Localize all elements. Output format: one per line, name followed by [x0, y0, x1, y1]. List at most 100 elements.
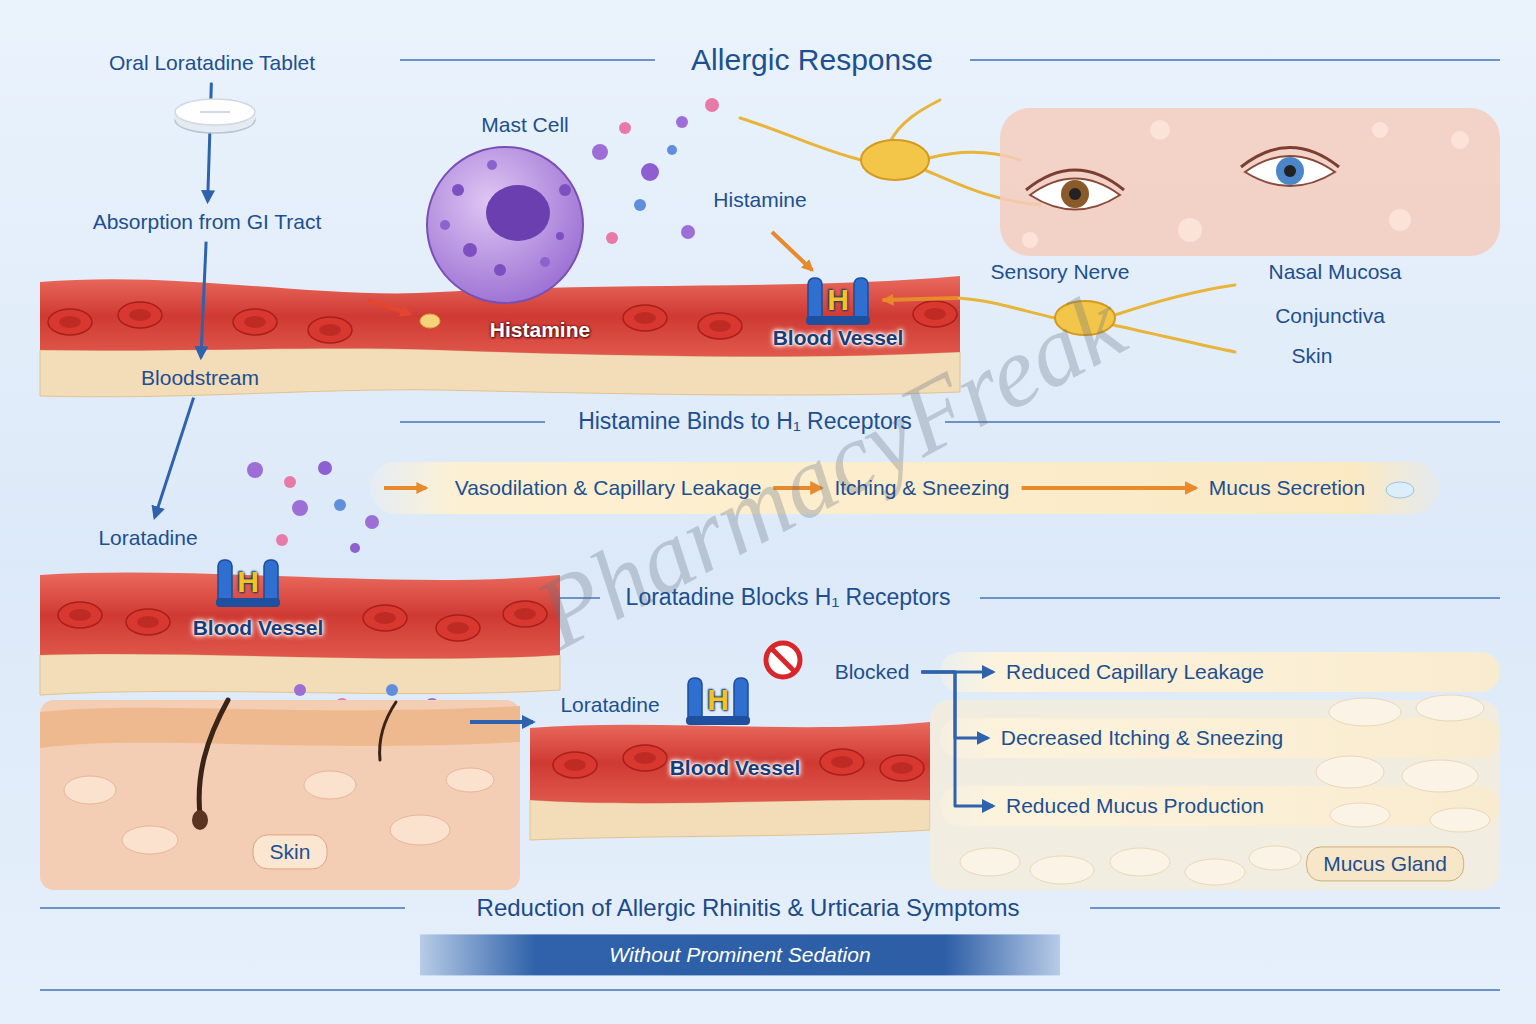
- vessel-label: Blood Vessel: [670, 755, 801, 780]
- blood-vessel: [880, 755, 924, 781]
- tissue-band: [1316, 756, 1384, 788]
- histamine-granule: [294, 684, 306, 696]
- node-text: Itching & Sneezing: [834, 475, 1009, 500]
- blood-vessel: [698, 313, 742, 339]
- vessel-label: Blood Vessel: [773, 325, 904, 350]
- histamine-granule: [619, 122, 631, 134]
- tissue-label: Skin: [1292, 343, 1333, 368]
- node-text: Reduced Mucus Production: [1006, 793, 1264, 818]
- histamine-granule: [676, 116, 688, 128]
- histamine-granule: [365, 515, 379, 529]
- blood-vessel: [40, 654, 560, 695]
- eye-tissue: [1069, 188, 1081, 200]
- tissue-band: [1249, 846, 1301, 870]
- blood-vessel: [40, 573, 560, 695]
- eye-tissue: [1026, 170, 1124, 190]
- sensory-nerve: [861, 140, 929, 180]
- mast-cell: [452, 184, 464, 196]
- h1-receptor: [806, 278, 870, 325]
- summary-bar: Without Prominent Sedation: [420, 934, 1060, 975]
- effect-label: Vasodilation & Capillary Leakage: [447, 472, 770, 503]
- node-text: Absorption from GI Tract: [93, 209, 322, 234]
- flow-arrow: [201, 242, 206, 358]
- histamine-granule: [318, 461, 332, 475]
- block-sign: [771, 648, 795, 672]
- tissue-band: [1430, 808, 1490, 832]
- tissue-band: [1416, 695, 1484, 721]
- h1-receptor: [216, 560, 280, 607]
- blood-vessel: [308, 317, 352, 343]
- outcome-label: Decreased Itching & Sneezing: [993, 722, 1292, 753]
- tissue-band: [960, 848, 1020, 876]
- mast-cell: [427, 147, 583, 303]
- tablet-icon: [175, 99, 255, 125]
- mast-cell: [487, 160, 497, 170]
- node-text: Reduced Capillary Leakage: [1006, 659, 1264, 684]
- tissue-band: [940, 786, 1500, 826]
- tissue-band: [1330, 803, 1390, 827]
- heading-rule: [970, 59, 1500, 61]
- receptor-letter: H: [237, 567, 259, 597]
- tissue-pill: Skin: [253, 834, 328, 869]
- heading-rule: [40, 60, 1500, 990]
- section-heading: Loratadine Blocks H₁ Receptors: [626, 584, 951, 612]
- sensory-nerve: [884, 298, 956, 300]
- heading-rule: [400, 59, 655, 61]
- blood-vessel: [530, 722, 930, 803]
- mast-cell: [463, 243, 477, 257]
- histamine-granule: [592, 98, 812, 270]
- sensory-nerve: [1115, 285, 1235, 315]
- section-heading: Histamine Binds to H₁ Receptors: [578, 408, 912, 436]
- blood-vessel: [363, 605, 407, 631]
- block-sign: [766, 643, 800, 677]
- node-text: Skin: [270, 839, 311, 864]
- mast-cell: [540, 257, 550, 267]
- histamine-granule: [350, 543, 360, 553]
- receptor-letter: H: [707, 685, 729, 715]
- histamine-granule: [641, 163, 659, 181]
- skin-section: [380, 702, 396, 760]
- eye-tissue: [1276, 157, 1304, 185]
- tablet-icon: [200, 111, 230, 113]
- blood-vessel: [530, 722, 930, 840]
- drug-label: Loratadine: [90, 522, 205, 553]
- histamine-granule: [667, 145, 677, 155]
- flow-arrow: [155, 398, 194, 518]
- histamine-granule: [634, 199, 646, 211]
- effect-band: [1386, 482, 1414, 498]
- histamine-granule: [247, 462, 263, 478]
- histamine-granule: [292, 500, 308, 516]
- mast-cell: [556, 232, 564, 240]
- node-text: Bloodstream: [141, 365, 259, 390]
- mast-cell: [486, 185, 550, 241]
- tissue-band: [1110, 848, 1170, 876]
- blood-vessel: [436, 615, 480, 641]
- eye-tissue: [1245, 156, 1335, 186]
- blood-vessel: [530, 800, 930, 840]
- sensory-nerve: [740, 118, 861, 160]
- heading-rule: [1090, 907, 1500, 909]
- eye-tissue: [1000, 108, 1500, 256]
- skin-section: [192, 810, 208, 830]
- skin-section: [122, 826, 178, 854]
- tissue-band: [930, 652, 1500, 890]
- tissue-label: Nasal Mucosa: [1268, 259, 1401, 284]
- histamine-granule: [705, 98, 719, 112]
- diagram-title: Allergic Response: [691, 42, 933, 78]
- tissue-band: [1329, 698, 1401, 726]
- histamine-granule: [276, 534, 288, 546]
- histamine-granule: [592, 144, 608, 160]
- heading-rule: [980, 597, 1500, 599]
- blood-vessel: [820, 749, 864, 775]
- skin-section: [40, 700, 533, 890]
- blood-vessel: [553, 752, 597, 778]
- skin-section: [40, 700, 520, 890]
- step-label: Absorption from GI Tract: [85, 206, 330, 237]
- blood-vessel: [118, 302, 162, 328]
- eye-tissue: [1451, 131, 1469, 149]
- tissue-band: [1402, 760, 1478, 792]
- skin-section: [446, 768, 494, 792]
- heading-rule: [40, 989, 1500, 991]
